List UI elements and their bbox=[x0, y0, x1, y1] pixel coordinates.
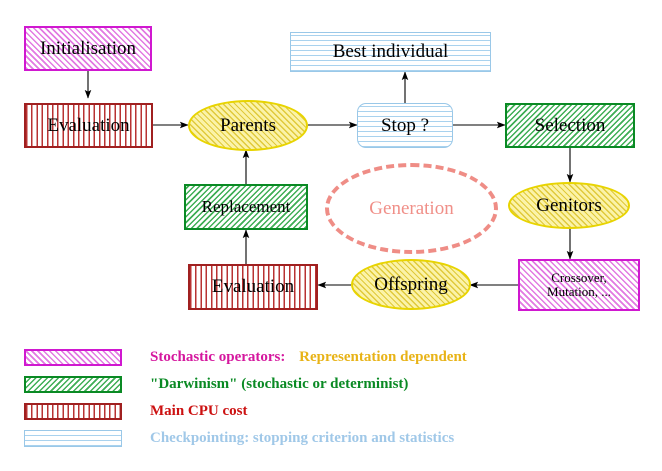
node-best-individual[interactable]: Best individual bbox=[290, 32, 491, 72]
node-generation-annotation: Generation bbox=[325, 163, 498, 254]
node-parents-label: Parents bbox=[220, 114, 276, 136]
node-best-individual-label: Best individual bbox=[332, 41, 449, 63]
legend-row-checkpointing: Checkpointing: stopping criterion and st… bbox=[24, 427, 454, 449]
legend-swatch-red-vertical-hatch bbox=[24, 402, 122, 420]
node-initialisation[interactable]: Initialisation bbox=[24, 26, 152, 71]
node-selection-label: Selection bbox=[534, 114, 606, 136]
node-crossover-mutation-label: Crossover, Mutation, ... bbox=[547, 270, 611, 299]
legend-row-darwinism: "Darwinism" (stochastic or determinist) bbox=[24, 373, 408, 395]
node-replacement-label: Replacement bbox=[201, 197, 291, 217]
node-offspring[interactable]: Offspring bbox=[351, 259, 471, 310]
node-initialisation-label: Initialisation bbox=[39, 37, 137, 59]
node-crossover-mutation[interactable]: Crossover, Mutation, ... bbox=[518, 259, 640, 311]
node-genitors[interactable]: Genitors bbox=[508, 182, 630, 229]
node-genitors-label: Genitors bbox=[536, 194, 602, 216]
node-evaluation-bottom-label: Evaluation bbox=[211, 276, 295, 298]
legend-label-checkpointing: Checkpointing: stopping criterion and st… bbox=[150, 429, 455, 446]
node-evaluation-top[interactable]: Evaluation bbox=[24, 103, 153, 148]
legend-text-stochastic-operators: Stochastic operators: Representation dep… bbox=[150, 349, 467, 366]
connector-svg bbox=[84, 71, 574, 289]
node-evaluation-bottom[interactable]: Evaluation bbox=[188, 264, 318, 310]
node-selection[interactable]: Selection bbox=[505, 103, 635, 148]
connector-layer bbox=[84, 71, 574, 289]
node-evaluation-top-label: Evaluation bbox=[47, 114, 130, 136]
legend-label-stochastic-operators: Stochastic operators: bbox=[150, 348, 286, 365]
legend: Stochastic operators: Representation dep… bbox=[0, 340, 662, 460]
legend-label-main-cpu-cost: Main CPU cost bbox=[150, 402, 248, 419]
node-generation-label: Generation bbox=[369, 197, 454, 219]
legend-swatch-magenta-diagonal-hatch bbox=[24, 348, 122, 366]
legend-swatch-green-diagonal-hatch bbox=[24, 375, 122, 393]
legend-swatch-blue-horizontal-hatch bbox=[24, 429, 122, 447]
node-replacement[interactable]: Replacement bbox=[184, 184, 308, 230]
node-offspring-label: Offspring bbox=[374, 273, 448, 295]
node-stop-label: Stop ? bbox=[380, 114, 430, 136]
node-stop[interactable]: Stop ? bbox=[357, 103, 453, 148]
node-parents[interactable]: Parents bbox=[188, 100, 308, 151]
legend-row-main-cpu-cost: Main CPU cost bbox=[24, 400, 248, 422]
legend-label-darwinism: "Darwinism" (stochastic or determinist) bbox=[150, 375, 409, 392]
legend-row-stochastic-operators: Stochastic operators: Representation dep… bbox=[24, 346, 467, 368]
legend-label-representation-dependent: Representation dependent bbox=[299, 348, 467, 365]
